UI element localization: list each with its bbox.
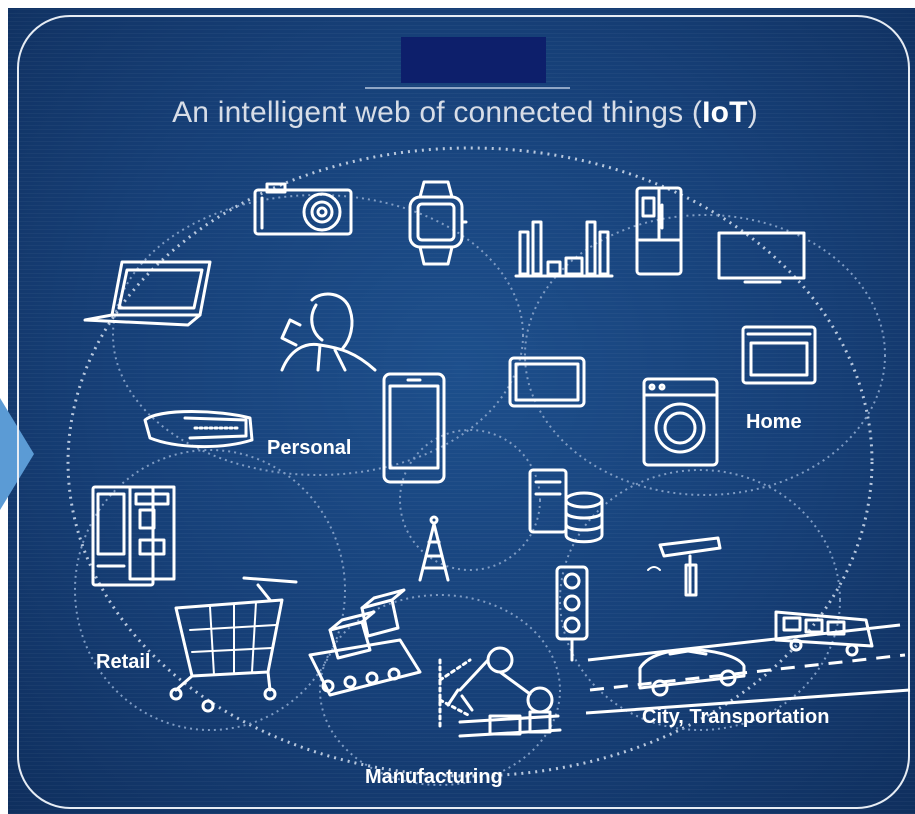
retail-circle [74,449,346,731]
washing-machine-icon [642,377,719,467]
cluster-label-personal: Personal [267,437,352,459]
traffic-light-icon [555,565,589,662]
home-circle [524,214,886,496]
street-light-icon [647,536,722,597]
cluster-label-city: City, Transportation [642,706,830,728]
road [585,623,911,715]
smartwatch-icon [408,180,468,266]
slide-background [8,8,915,814]
smartphone-icon [382,372,446,484]
center-circle [399,429,541,571]
cluster-label-home: Home [746,411,802,433]
cluster-circles [74,194,886,786]
car-icon [638,648,746,697]
city-circle [559,469,841,731]
personal-circle [112,194,524,476]
server-database-icon [528,468,604,544]
conveyor-boxes-icon [308,588,422,697]
person-icon [280,292,377,372]
fitness-band-icon [143,410,254,449]
cluster-label-manufacturing: Manufacturing [365,766,503,788]
vending-machine-icon [91,485,176,587]
outer-ellipse [66,146,874,778]
title-emphasis: IoT [702,96,748,129]
antenna-tower-icon [418,515,450,582]
tablet-icon [508,356,586,408]
cluster-label-retail: Retail [96,651,151,673]
frame-border [17,15,910,809]
refrigerator-icon [635,186,683,276]
tv-icon [717,231,806,284]
slide-title: An intelligent web of connected things (… [172,96,758,129]
speakers-icon [514,220,614,278]
microwave-icon [741,325,817,385]
title-block [401,37,546,83]
manufacturing-circle [319,594,561,786]
shopping-cart-icon [169,576,298,713]
laptop-icon [83,260,212,327]
robot-arm-icon [438,646,562,738]
camera-icon [253,182,353,236]
bus-icon [774,610,874,657]
